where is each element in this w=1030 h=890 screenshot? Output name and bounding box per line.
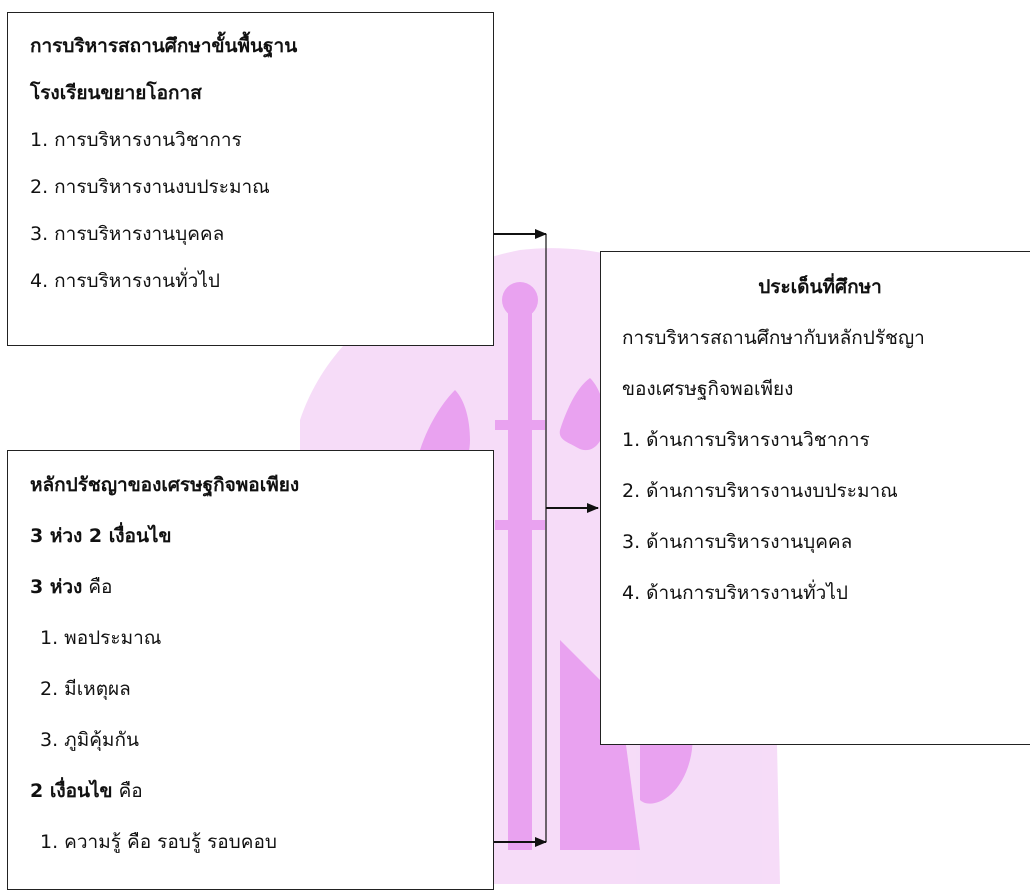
box-admin-item: 2. การบริหารงานงบประมาณ <box>30 176 270 198</box>
study-issues-box: ประเด็นที่ศึกษา การบริหารสถานศึกษากับหลั… <box>600 251 1030 745</box>
box-issue-title: ประเด็นที่ศึกษา <box>758 276 882 298</box>
box-sep-title: หลักปรัชญาของเศรษฐกิจพอเพียง <box>30 474 300 496</box>
box-admin-item: 4. การบริหารงานทั่วไป <box>30 270 220 292</box>
box-admin-title-line2: โรงเรียนขยายโอกาส <box>30 82 202 104</box>
condition-item: 1. ความรู้ คือ รอบรู้ รอบคอบ <box>40 831 277 853</box>
basic-education-administration-box: การบริหารสถานศึกษาขั้นพื้นฐาน โรงเรียนขย… <box>7 12 494 346</box>
conditions-heading-suffix: คือ <box>112 780 143 802</box>
sufficiency-economy-box: หลักปรัชญาของเศรษฐกิจพอเพียง 3 ห่วง 2 เง… <box>7 450 494 890</box>
box-admin-item: 3. การบริหารงานบุคคล <box>30 223 225 245</box>
box-admin-title-line1: การบริหารสถานศึกษาขั้นพื้นฐาน <box>30 35 298 57</box>
box-issue-desc-line1: การบริหารสถานศึกษากับหลักปรัชญา <box>622 327 925 349</box>
rings-heading: 3 ห่วง <box>30 576 83 598</box>
conditions-heading: 2 เงื่อนไข <box>30 780 113 802</box>
box-issue-item: 4. ด้านการบริหารงานทั่วไป <box>622 582 848 604</box>
box-issue-item: 1. ด้านการบริหารงานวิชาการ <box>622 429 870 451</box>
ring-item: 3. ภูมิคุ้มกัน <box>40 729 139 751</box>
box-issue-desc-line2: ของเศรษฐกิจพอเพียง <box>622 378 794 400</box>
conditions-heading-line: 2 เงื่อนไข คือ <box>30 766 493 817</box>
box-sep-subtitle: 3 ห่วง 2 เงื่อนไข <box>30 525 172 547</box>
rings-heading-suffix: คือ <box>82 576 113 598</box>
box-issue-item: 2. ด้านการบริหารงานงบประมาณ <box>622 480 898 502</box>
rings-heading-line: 3 ห่วง คือ <box>30 562 493 613</box>
ring-item: 1. พอประมาณ <box>40 627 162 649</box>
box-admin-item: 1. การบริหารงานวิชาการ <box>30 129 242 151</box>
box-issue-item: 3. ด้านการบริหารงานบุคคล <box>622 531 853 553</box>
ring-item: 2. มีเหตุผล <box>40 678 131 700</box>
